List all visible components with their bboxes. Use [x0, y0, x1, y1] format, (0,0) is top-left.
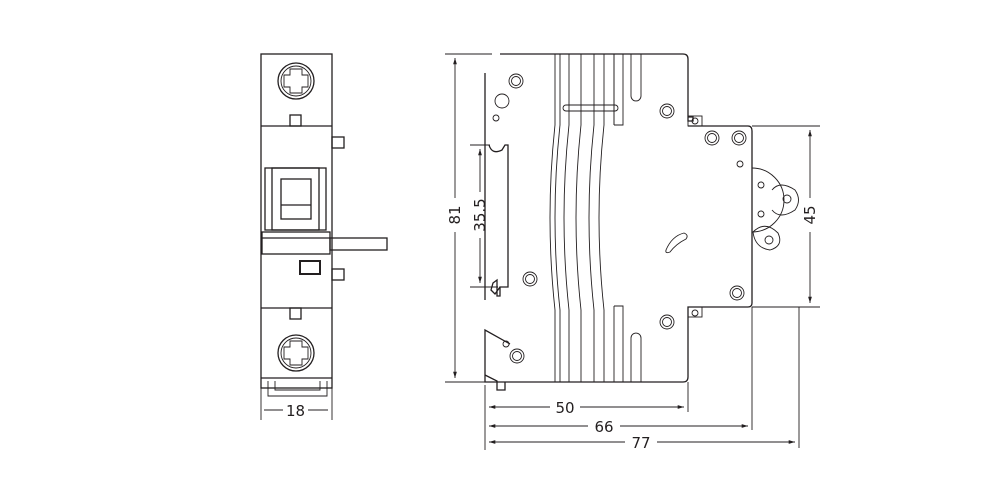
terminal-tabs — [751, 167, 799, 251]
dim-depth-66: 66 — [594, 418, 613, 436]
dim-height-81: 81 — [446, 205, 464, 224]
dim-depth-77: 77 — [631, 434, 650, 452]
ribs — [549, 54, 624, 382]
dimension-lines: 81 35.5 45 50 66 77 — [445, 53, 820, 452]
bottom-terminal-screw-icon — [277, 334, 315, 372]
dim-depth-45: 45 — [801, 205, 819, 224]
front-view: 18 — [260, 53, 388, 420]
dim-depth-50: 50 — [555, 399, 574, 417]
toggle-handle — [261, 231, 331, 255]
mounting-holes — [492, 73, 747, 364]
dim-width-18: 18 — [286, 402, 305, 420]
dim-din-rail-35-5: 35.5 — [471, 198, 489, 231]
side-view — [484, 53, 799, 391]
top-terminal-screw-icon — [277, 62, 315, 100]
